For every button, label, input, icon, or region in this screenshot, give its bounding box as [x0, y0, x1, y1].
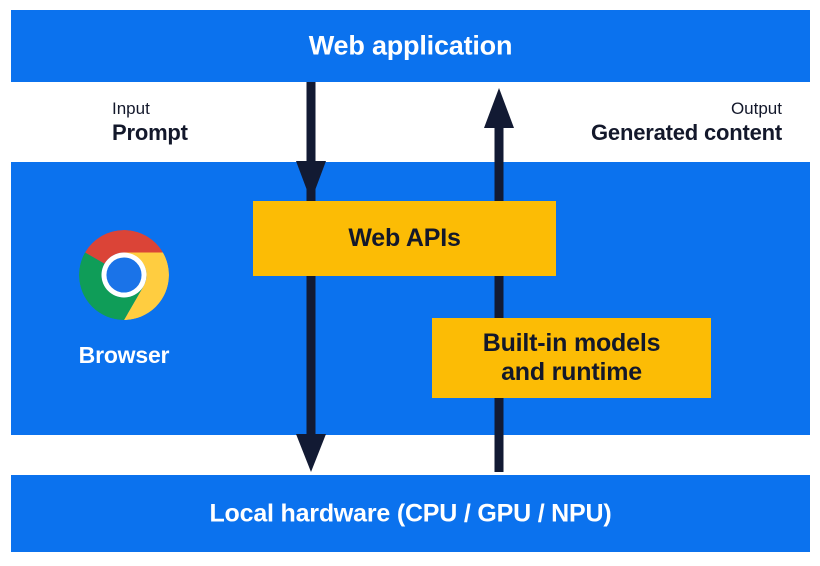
box-built-in-models-line1: Built-in models	[482, 328, 661, 357]
box-built-in-models-line2: and runtime	[501, 358, 642, 386]
band-local-hardware: Local hardware (CPU / GPU / NPU)	[11, 475, 810, 552]
flow-label-input-value: Prompt	[112, 120, 188, 146]
flow-label-output-value: Generated content	[591, 120, 782, 146]
box-web-apis-label: Web APIs	[348, 223, 461, 252]
band-web-application-label: Web application	[308, 30, 513, 61]
chrome-browser-icon	[79, 230, 169, 320]
box-built-in-models[interactable]: Built-in models and runtime	[432, 318, 711, 398]
box-web-apis[interactable]: Web APIs	[253, 201, 556, 276]
browser-label: Browser	[78, 342, 170, 368]
flow-label-output: Output Generated content	[591, 98, 782, 147]
band-web-application: Web application	[11, 10, 810, 82]
flow-label-input-kind: Input	[112, 99, 150, 118]
band-local-hardware-label: Local hardware (CPU / GPU / NPU)	[209, 499, 612, 527]
flow-label-input: Input Prompt	[112, 98, 188, 147]
flow-label-output-kind: Output	[730, 99, 782, 118]
box-built-in-models-label: Built-in models and runtime	[483, 329, 661, 388]
